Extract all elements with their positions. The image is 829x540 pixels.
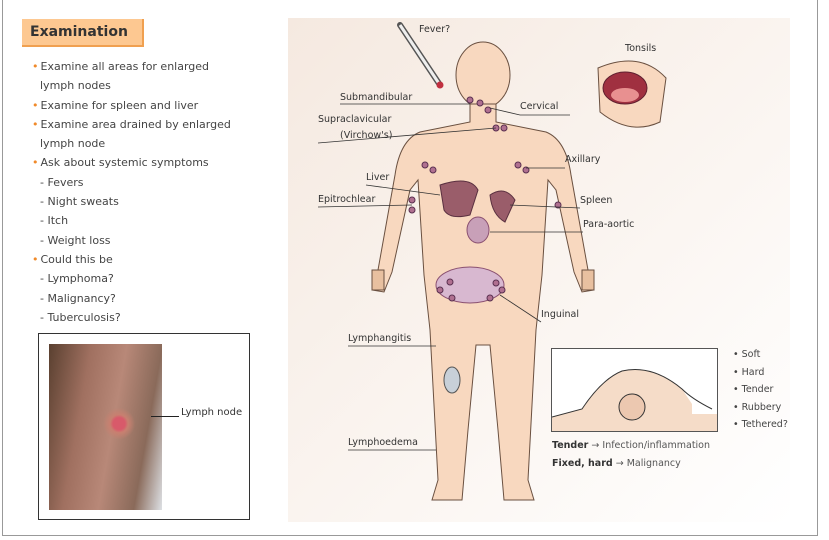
node-cross-section bbox=[551, 348, 718, 432]
spleen bbox=[489, 190, 516, 223]
note-meaning: Infection/inflammation bbox=[602, 440, 711, 451]
lymph-node-icon bbox=[618, 393, 646, 421]
leader-lines bbox=[317, 103, 583, 451]
quality-item: Tender bbox=[733, 384, 774, 395]
left-hand bbox=[371, 269, 385, 291]
figure-frame bbox=[2, 0, 818, 536]
list-item: - Tuberculosis? bbox=[40, 310, 121, 324]
photo-box: Lymph node bbox=[38, 333, 250, 520]
list-item: - Itch bbox=[40, 214, 69, 228]
note-term: Fixed, hard bbox=[552, 458, 613, 469]
list-item: Examine for spleen and liver bbox=[32, 96, 231, 115]
label-inguinal: Inguinal bbox=[541, 309, 579, 320]
label-fever: Fever? bbox=[419, 24, 451, 35]
label-virchows: (Virchow's) bbox=[340, 130, 393, 141]
label-cervical: Cervical bbox=[520, 101, 559, 112]
interpretation-note: Fixed, hard → Malignancy bbox=[552, 458, 681, 469]
thermometer-icon bbox=[397, 22, 444, 89]
label-liver: Liver bbox=[366, 172, 390, 183]
list-item: Examine area drained by enlarged bbox=[32, 115, 231, 134]
arrow-icon: → bbox=[615, 458, 624, 469]
label-lymphoedema: Lymphoedema bbox=[348, 437, 418, 448]
list-item: Ask about systemic symptoms bbox=[32, 153, 231, 172]
lymph-nodes bbox=[408, 96, 562, 302]
liver bbox=[439, 180, 479, 218]
label-spleen: Spleen bbox=[580, 195, 613, 206]
interpretation-note: Tender → Infection/inflammation bbox=[552, 440, 710, 451]
head bbox=[455, 41, 511, 109]
list-item: - Weight loss bbox=[40, 233, 111, 247]
section-title: Examination bbox=[22, 19, 144, 47]
list-item: - Night sweats bbox=[40, 195, 119, 209]
photo-label: Lymph node bbox=[181, 407, 243, 418]
tonsils-inset bbox=[597, 60, 667, 128]
pelvis-region bbox=[435, 266, 505, 304]
label-epitrochlear: Epitrochlear bbox=[318, 194, 376, 205]
knee-lymphangitis bbox=[443, 366, 461, 394]
arrow-icon: → bbox=[591, 440, 600, 451]
list-item: Examine all areas for enlarged bbox=[32, 57, 231, 76]
examination-list: Examine all areas for enlarged lymph node… bbox=[32, 57, 231, 327]
note-term: Tender bbox=[552, 440, 589, 451]
list-item: lymph node bbox=[40, 137, 106, 151]
list-item: Could this be bbox=[32, 250, 231, 269]
right-hand bbox=[581, 269, 595, 291]
label-submandibular: Submandibular bbox=[340, 92, 413, 103]
label-para-aortic: Para-aortic bbox=[583, 219, 635, 230]
label-tonsils: Tonsils bbox=[625, 43, 657, 54]
label-axillary: Axillary bbox=[565, 154, 601, 165]
label-lymphangitis: Lymphangitis bbox=[348, 333, 412, 344]
leader-line bbox=[151, 416, 179, 417]
quality-item: Tethered? bbox=[733, 419, 788, 430]
quality-item: Hard bbox=[733, 367, 765, 378]
quality-item: Soft bbox=[733, 349, 761, 360]
list-item: - Fevers bbox=[40, 175, 84, 189]
list-item: - Lymphoma? bbox=[40, 272, 114, 286]
list-item: lymph nodes bbox=[40, 79, 111, 93]
neck-lymph-node-photo bbox=[49, 344, 162, 510]
label-supraclavicular: Supraclavicular bbox=[318, 114, 392, 125]
note-meaning: Malignancy bbox=[626, 458, 681, 469]
para-aortic-region bbox=[466, 216, 490, 244]
list-item: - Malignancy? bbox=[40, 291, 116, 305]
quality-item: Rubbery bbox=[733, 402, 782, 413]
